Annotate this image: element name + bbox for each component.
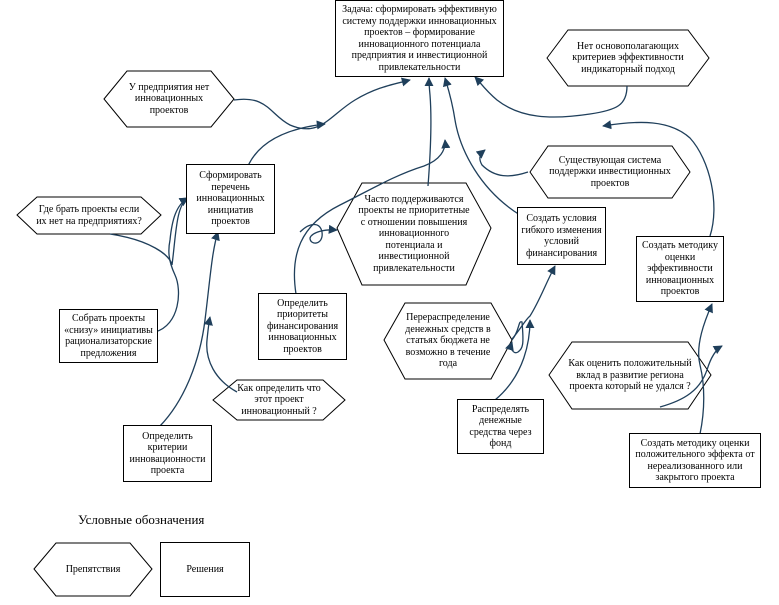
define-priorities-box: Определить приоритеты финансирования инн…	[258, 293, 347, 360]
hex-how-define	[212, 379, 346, 421]
distribute-funds-box: Распределять денежные средства через фон…	[457, 399, 544, 454]
hex-where-projects	[16, 196, 162, 235]
edge-form-list-goal	[244, 120, 326, 175]
edge-often-goal	[424, 77, 434, 187]
hex-no-projects	[103, 70, 235, 128]
edge-positive-method	[698, 303, 713, 435]
edge-redistr-flex	[505, 321, 524, 354]
edge-priorities-often	[293, 139, 451, 295]
cropped-caption-bottom	[0, 596, 779, 605]
edge-method-nocriteria	[602, 120, 715, 237]
edge-criteria-form	[159, 231, 220, 427]
define-criteria-box: Определить критерии инновационности прое…	[123, 425, 212, 482]
goal-box: Задача: сформировать эффективную систему…	[335, 0, 504, 77]
edge-flex-goal	[442, 77, 521, 216]
edge-howeval-method	[659, 345, 723, 408]
hex-existing-system	[529, 145, 691, 199]
redistribution-text: Перераспределение денежных средств в ста…	[405, 312, 491, 370]
how-define-text: Как определить что этот проект инновацио…	[237, 382, 321, 417]
edge-priorities-often-loop	[299, 223, 338, 244]
legend-obstacles-label: Препятствия	[65, 563, 121, 575]
flexible-financing-box: Создать условия гибкого изменения услови…	[517, 207, 606, 265]
method-evaluation-box: Создать методику оценки эффективности ин…	[636, 236, 724, 302]
edge-collect-form	[154, 197, 189, 333]
legend-title: Условные обозначения	[78, 512, 205, 527]
edge-redistr-flex2	[511, 265, 556, 340]
collect-projects-box: Собрать проекты «снизу» инициативы рацио…	[59, 309, 158, 363]
edge-no-projects-goal	[233, 77, 411, 130]
hex-no-criteria	[546, 29, 710, 87]
edge-where-form	[109, 197, 189, 266]
edge-existing-flex	[475, 149, 529, 177]
where-projects-text: Где брать проекты если их нет на предпри…	[36, 204, 142, 227]
edge-no-criteria-goal	[474, 76, 628, 118]
method-positive-box: Создать методику оценки положительного э…	[629, 433, 761, 488]
edge-howdefine-form	[203, 316, 238, 393]
no-criteria-text: Нет основополагающих критериев эффективн…	[572, 40, 684, 75]
legend-hex-obstacles	[33, 542, 153, 597]
how-evaluate-text: Как оценить положительный вклад в развит…	[568, 358, 692, 393]
often-supported-text: Часто поддерживаются проекты не приорите…	[358, 193, 470, 274]
legend-solutions-box: Решения	[160, 542, 250, 597]
existing-system-text: Существующая система поддержки инвестици…	[549, 154, 671, 189]
no-projects-text: У предприятия нет инновационных проектов	[128, 81, 210, 116]
form-list-box: Сформировать перечень инновационных иниц…	[186, 164, 275, 234]
hex-how-evaluate	[548, 341, 712, 410]
hex-often-supported	[336, 182, 492, 286]
edge-distribute-flex	[494, 319, 535, 401]
